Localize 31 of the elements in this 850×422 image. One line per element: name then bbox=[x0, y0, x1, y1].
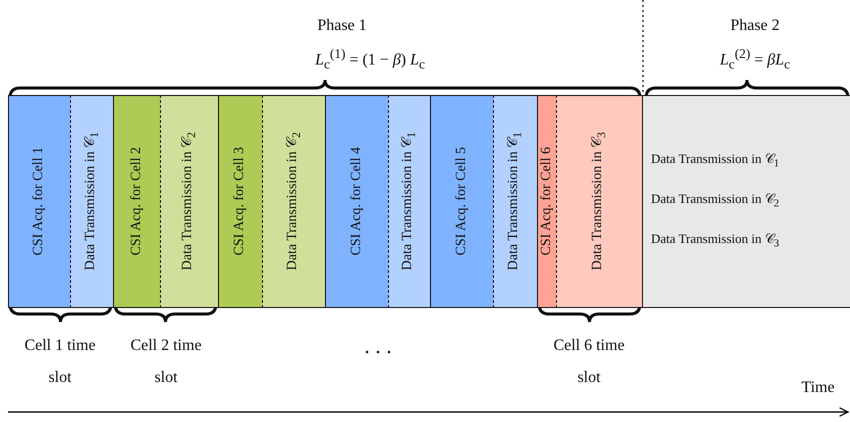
data-transmission-slot bbox=[493, 95, 537, 308]
csi-acquisition-slot bbox=[218, 95, 262, 308]
annotation-text: Phase 1 bbox=[316, 16, 368, 36]
annotation-text: Cell 6 time slot bbox=[552, 336, 626, 388]
data-transmission-slot bbox=[388, 95, 430, 308]
annotation-text: L$_{c}$$^{(2)}$ = βL$_{c}$ bbox=[718, 45, 792, 74]
annotation-text: Cell 1 time slot bbox=[23, 336, 97, 388]
ellipsis: . . . bbox=[363, 332, 393, 360]
data-transmission-phase-block bbox=[642, 95, 850, 308]
annotation-text: Cell 2 time slot bbox=[129, 336, 203, 388]
slot-label: CSI Acq. for Cell 4 bbox=[350, 146, 364, 256]
data-transmission-slot bbox=[556, 95, 642, 308]
csi-acquisition-slot bbox=[537, 95, 556, 308]
csi-acquisition-slot bbox=[325, 95, 388, 308]
annotation-text: Time bbox=[800, 378, 836, 398]
slot-label: CSI Acq. for Cell 2 bbox=[130, 146, 144, 256]
data-transmission-slot bbox=[262, 95, 325, 308]
slot-label: Data Transmission in 𝒞$_{3}$ bbox=[651, 231, 780, 250]
annotation-text: Phase 2 bbox=[729, 16, 781, 36]
slot-label: CSI Acq. for Cell 5 bbox=[454, 146, 469, 256]
slot-label: Data Transmission in 𝒞$_{1}$ bbox=[651, 151, 780, 170]
csi-acquisition-slot bbox=[430, 95, 493, 308]
annotation-text: L$_{c}$$^{(1)}$ = (1 − β) L$_{c}$ bbox=[314, 45, 426, 74]
slot-label: CSI Acq. for Cell 6 bbox=[540, 146, 554, 256]
slot-label: Data Transmission in 𝒞$_{2}$ bbox=[651, 191, 780, 210]
csi-acquisition-slot bbox=[113, 95, 160, 308]
slot-label: CSI Acq. for Cell 3 bbox=[233, 146, 248, 256]
slot-label: CSI Acq. for Cell 1 bbox=[32, 146, 46, 256]
data-transmission-slot bbox=[70, 95, 113, 308]
csi-acquisition-slot bbox=[8, 95, 70, 308]
data-transmission-slot bbox=[160, 95, 218, 308]
